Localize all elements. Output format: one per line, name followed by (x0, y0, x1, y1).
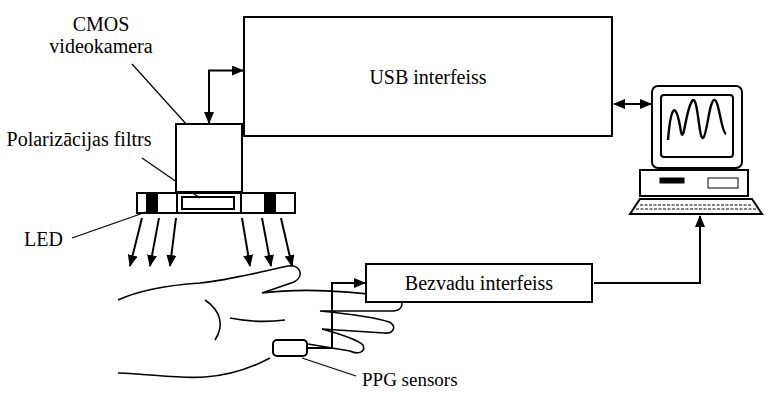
box-label: Bezvadu interfeiss (395, 272, 563, 294)
polarization-filter (182, 197, 234, 209)
ppg-sensor: PPG sensors (272, 339, 308, 357)
light-rays (130, 218, 292, 266)
camera-box: CMOS videokamera (175, 123, 243, 193)
node-label: CMOS videokamera (35, 13, 167, 57)
interface-box: Bezvadu interfeiss (365, 263, 593, 303)
led-strip (137, 193, 295, 213)
part-label: LED (24, 228, 84, 250)
node-label: PPG sensors (362, 369, 492, 391)
interface-box: USB interfeiss (243, 16, 613, 137)
connector-arrow (209, 71, 243, 124)
box-label: USB interfeiss (359, 66, 496, 88)
part-label: Polarizācijas filtrs (4, 128, 154, 150)
computer (630, 86, 762, 214)
hand (118, 266, 402, 378)
connector-arrow (308, 283, 365, 348)
